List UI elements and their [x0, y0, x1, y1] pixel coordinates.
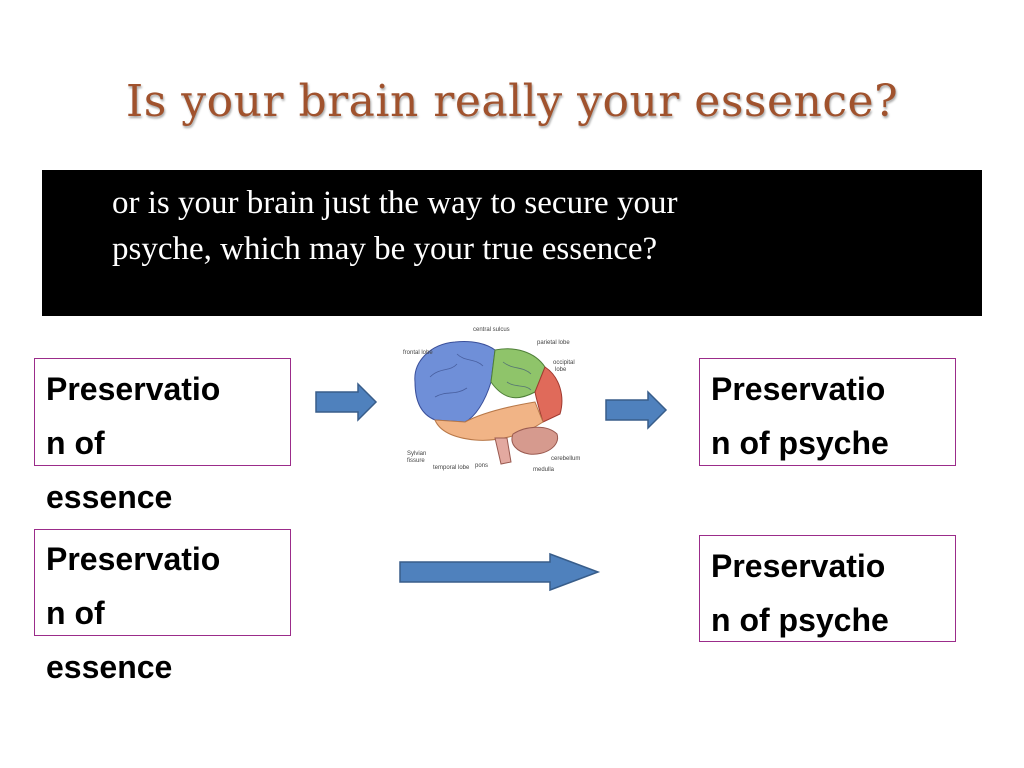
question-line-2: psyche, which may be your true essence?: [112, 226, 912, 272]
row1-psyche-line-2: n of psyche: [711, 416, 889, 470]
label-frontal-lobe: frontal lobe: [403, 350, 433, 356]
brain-diagram: central sulcus frontal lobe parietal lob…: [395, 322, 585, 477]
label-sylvian-2: fissure: [407, 458, 425, 464]
row1-psyche-text: Preservatio n of psyche: [711, 362, 889, 470]
label-occipital-2: lobe: [555, 367, 567, 373]
row2-psyche-line-2: n of psyche: [711, 593, 889, 647]
brain-illustration: central sulcus frontal lobe parietal lob…: [395, 322, 585, 477]
label-medulla: medulla: [533, 467, 555, 473]
row2-psyche-line-1: Preservatio: [711, 539, 889, 593]
label-parietal-lobe: parietal lobe: [537, 340, 570, 346]
label-occipital-1: occipital: [553, 360, 575, 366]
row2-essence-text: Preservatio n of essence: [46, 532, 220, 694]
label-sylvian-1: Sylvian: [407, 451, 426, 457]
label-pons: pons: [475, 463, 488, 469]
label-cerebellum: cerebellum: [551, 456, 580, 462]
row2-psyche-text: Preservatio n of psyche: [711, 539, 889, 647]
question-box: or is your brain just the way to secure …: [42, 170, 982, 316]
row1-essence-line-1: Preservatio: [46, 362, 220, 416]
row1-essence-line-2: n of: [46, 416, 220, 470]
row1-essence-line-3: essence: [46, 470, 220, 524]
row1-psyche-line-1: Preservatio: [711, 362, 889, 416]
question-line-1: or is your brain just the way to secure …: [112, 180, 912, 226]
label-temporal-lobe: temporal lobe: [433, 465, 470, 471]
row1-essence-text: Preservatio n of essence: [46, 362, 220, 524]
label-central-sulcus: central sulcus: [473, 327, 510, 333]
row2-essence-line-1: Preservatio: [46, 532, 220, 586]
question-text: or is your brain just the way to secure …: [112, 180, 912, 272]
row1-arrow-to-brain: [314, 382, 378, 422]
slide-title: Is your brain really your essence?: [0, 76, 1024, 127]
row1-arrow-to-psyche: [604, 390, 668, 430]
row2-essence-line-2: n of: [46, 586, 220, 640]
row2-essence-line-3: essence: [46, 640, 220, 694]
row2-arrow-to-psyche: [398, 552, 602, 592]
